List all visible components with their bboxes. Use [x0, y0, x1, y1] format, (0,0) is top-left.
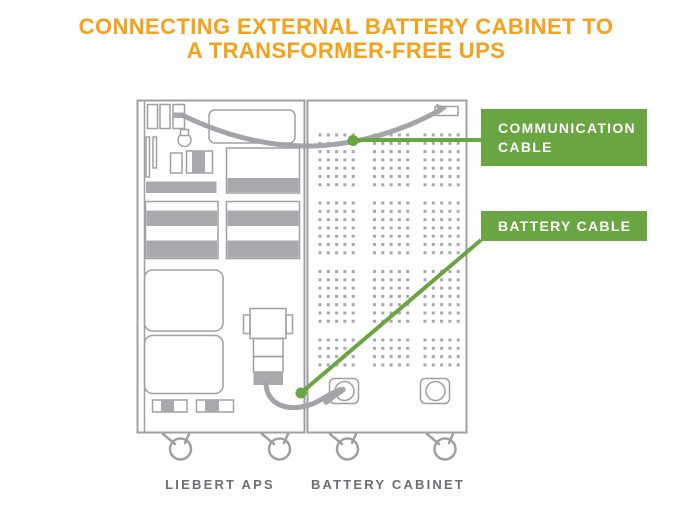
plug-neck: [252, 337, 284, 358]
module-small: [169, 152, 183, 174]
bus-bar: [146, 181, 217, 193]
striped-block-left-band-2: [146, 240, 217, 258]
communication-callout-line-2: CABLE: [498, 138, 553, 155]
striped-block-left: [144, 200, 219, 260]
module-upper-right: [225, 147, 301, 194]
callout-leaders: [295, 135, 483, 399]
plug-segment: [252, 355, 284, 373]
terminal-block-center: [192, 151, 205, 173]
socket-hole-right: [425, 380, 446, 402]
ups-cabinet-outline: [136, 99, 306, 434]
communication-callout-line-1: COMMUNICATION: [498, 119, 636, 136]
socket-plate-right: [419, 377, 451, 405]
caster-3: [328, 432, 360, 461]
communication-cable-callout: COMMUNICATION CABLE: [481, 109, 647, 166]
door-upper: [143, 269, 224, 332]
plug-tab-left: [242, 314, 251, 335]
battery-leader-line: [300, 238, 483, 395]
battery-cable-callout: BATTERY CABLE: [481, 211, 647, 241]
caster-1: [161, 432, 193, 461]
vent-slat-1: [145, 136, 151, 178]
title-line-2: A TRANSFORMER-FREE UPS: [186, 38, 506, 63]
battery-leader-dot: [295, 387, 307, 399]
battery-cable-wire: [263, 381, 343, 411]
battery-cable-plug-stub: [323, 386, 346, 405]
battery-cabinet-outline: [306, 99, 468, 434]
breaker-2: [159, 103, 171, 130]
caster-wheels: [161, 432, 457, 461]
battery-cabinet: [306, 99, 468, 434]
battery-callout-label: BATTERY CABLE: [498, 218, 632, 234]
diagram-title: CONNECTING EXTERNAL BATTERY CABINET TO A…: [0, 15, 692, 63]
title-line-1: CONNECTING EXTERNAL BATTERY CABINET TO: [78, 14, 614, 39]
striped-block-left-band-1: [146, 210, 217, 226]
striped-block-right-band-1: [227, 210, 299, 226]
communication-cable-arrow: [436, 103, 447, 115]
socket-plate-left: [328, 377, 360, 405]
ups-cabinet: [136, 99, 306, 434]
caster-4: [425, 432, 457, 461]
bottom-strip-1-fill: [161, 400, 174, 412]
indicator-bulb-nub: [179, 128, 190, 137]
door-lower: [143, 334, 224, 395]
battery-plug: [242, 307, 294, 385]
communication-cable-wire: [181, 107, 443, 149]
battery-socket-right: [419, 377, 451, 405]
breaker-3-switch: [173, 112, 185, 118]
plug-head: [249, 307, 287, 340]
caster-2: [260, 432, 292, 461]
bottom-strip-2-fill: [205, 400, 219, 412]
ups-cabinet-label: LIEBERT APS: [165, 477, 275, 492]
perforation-pattern: [318, 133, 460, 367]
communication-leader-dot: [347, 135, 359, 146]
plug-tip: [253, 372, 283, 385]
module-upper-right-band: [227, 178, 299, 192]
battery-cabinet-label: BATTERY CABINET: [310, 477, 466, 492]
breaker-1: [146, 103, 159, 130]
striped-block-right-band-2: [227, 240, 299, 258]
striped-block-right: [225, 200, 301, 260]
plug-tab-right: [285, 314, 294, 335]
vent-slat-2: [152, 136, 158, 169]
